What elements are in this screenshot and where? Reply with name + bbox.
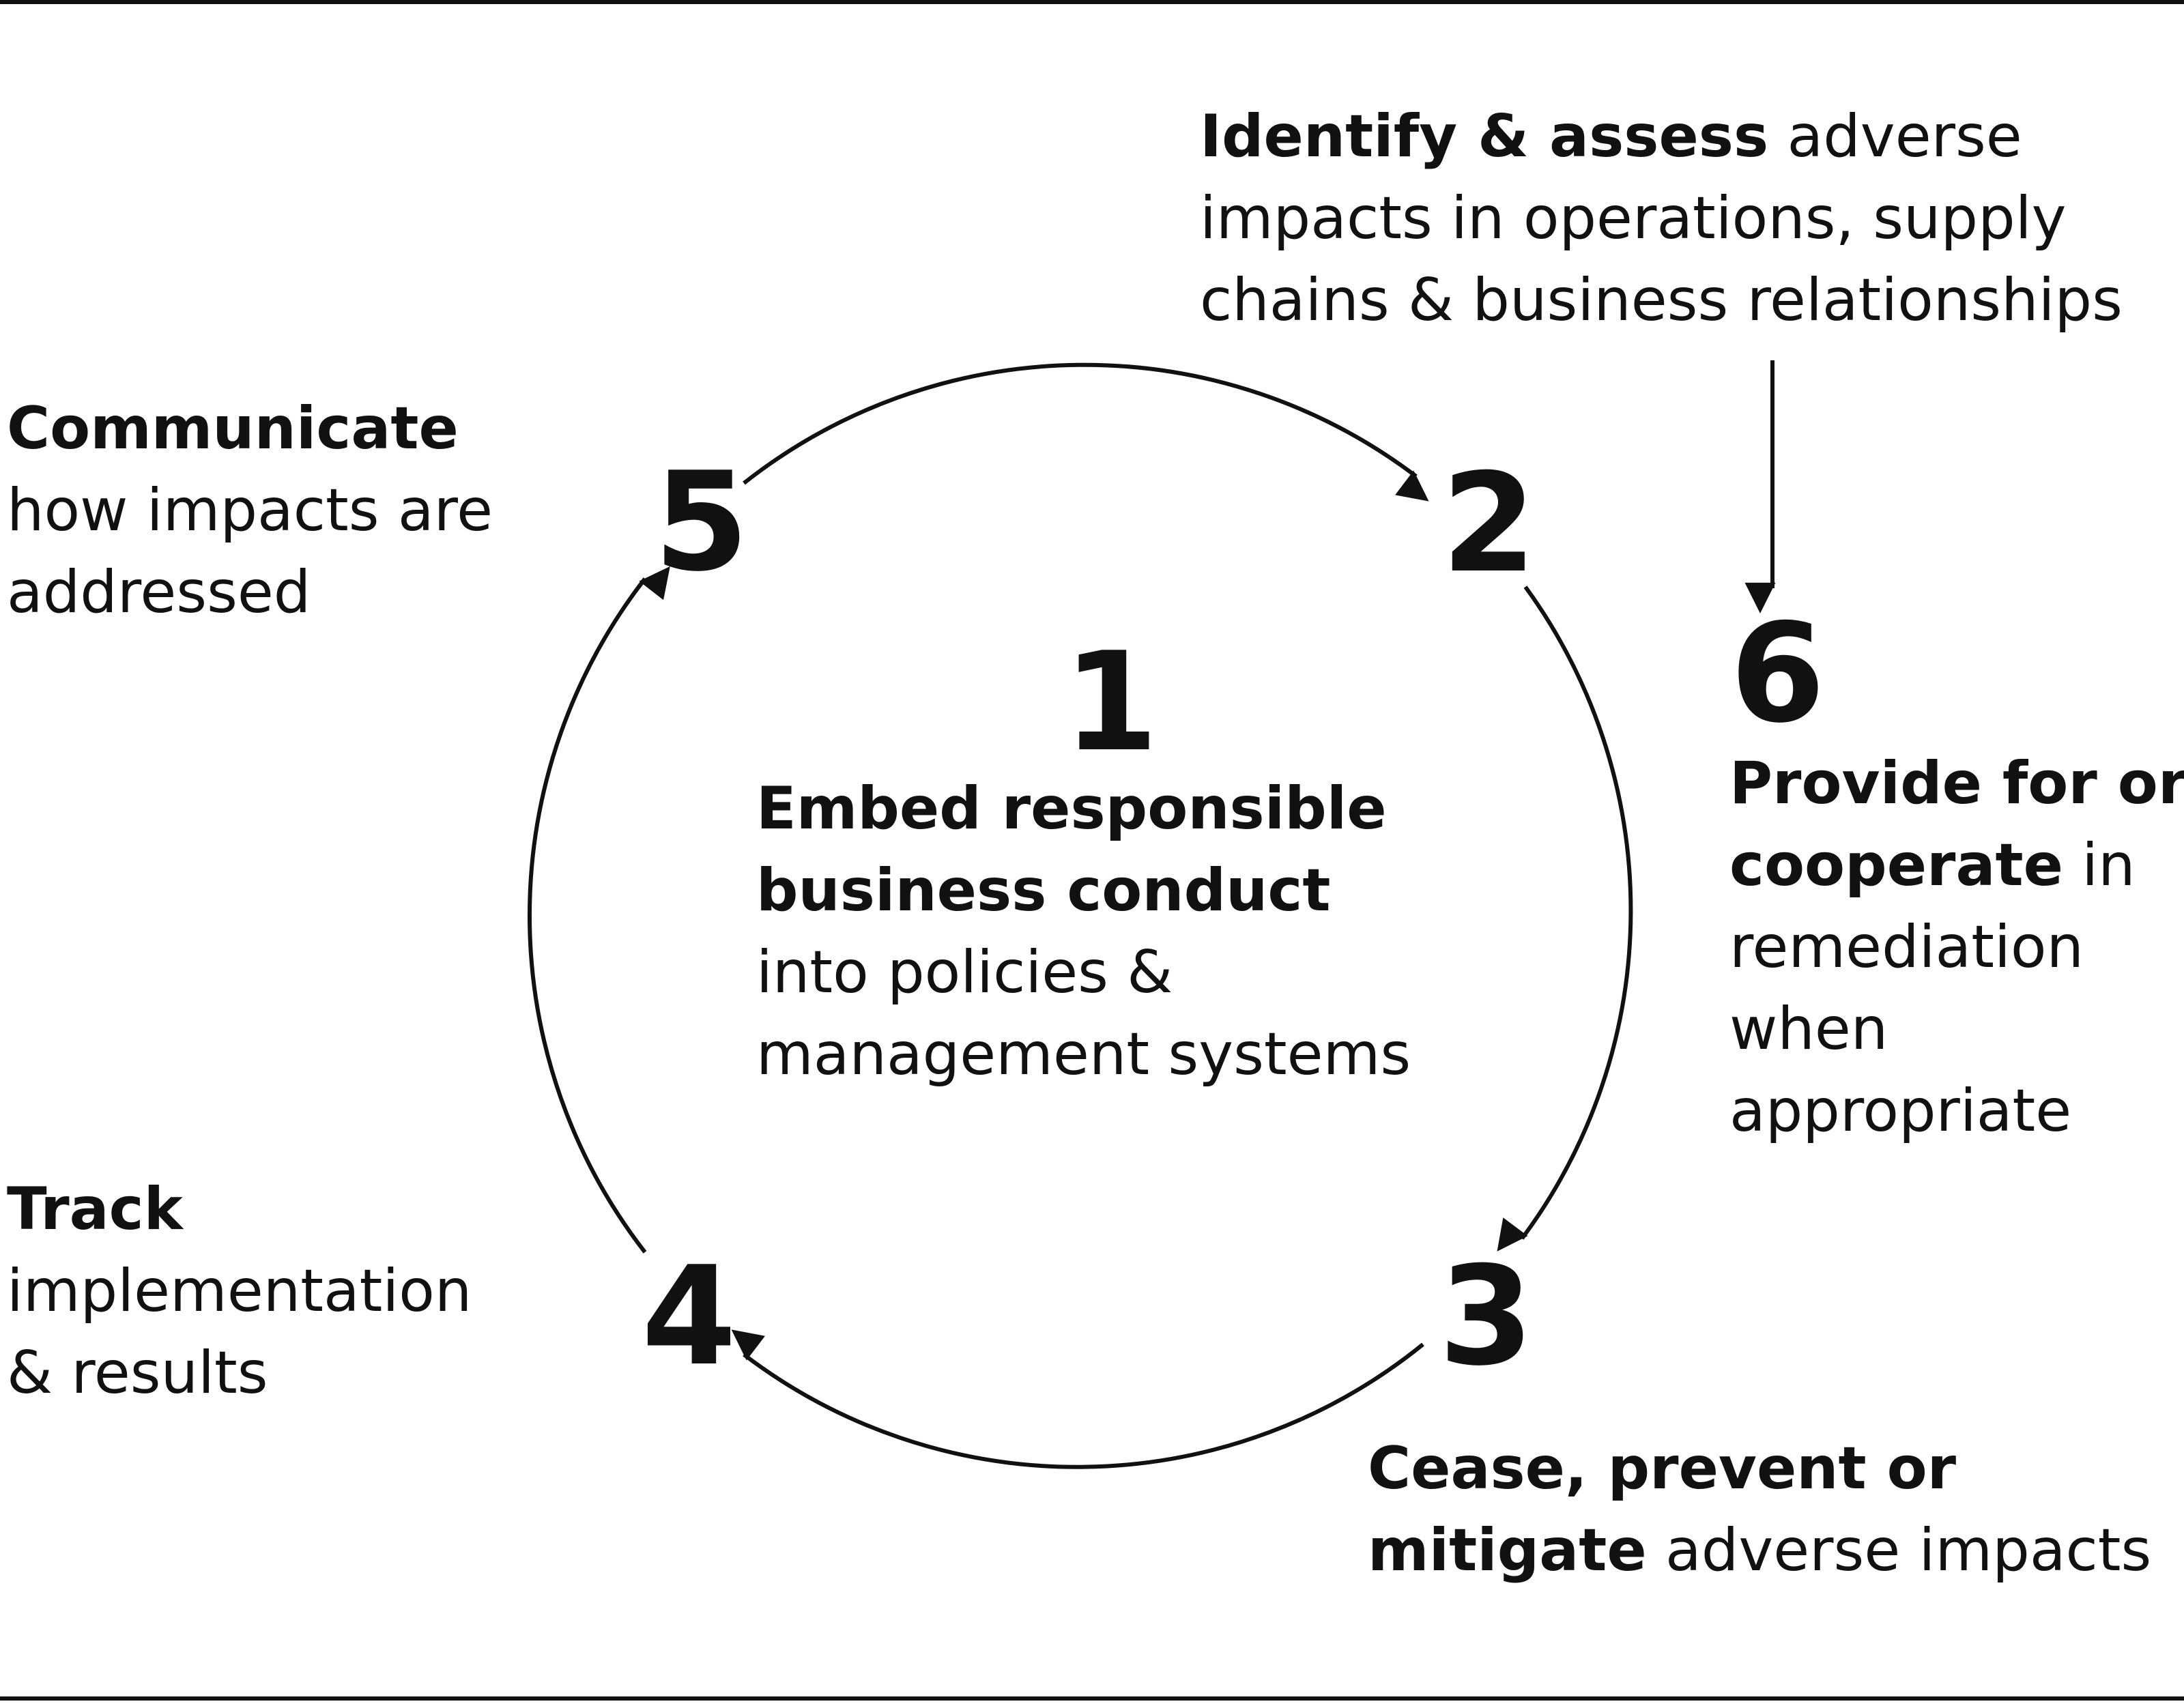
step-6-line-5: appropriate xyxy=(1729,1077,2072,1145)
arrow-2-to-3 xyxy=(1497,585,1633,1252)
step-1-description: Embed responsible business conduct into … xyxy=(756,768,1411,1095)
step-6-line-4: when xyxy=(1729,995,1888,1063)
step-3-line-2: mitigate adverse impacts xyxy=(1368,1509,2151,1591)
step-3-description: Cease, prevent or mitigate adverse impac… xyxy=(1368,1428,2151,1591)
arrow-4-to-5 xyxy=(528,566,670,1254)
step-1-bold-line-2: business conduct xyxy=(756,856,1331,925)
step-2-description: Identify & assess adverse impacts in ope… xyxy=(1200,96,2123,341)
step-2-bold: Identify & assess xyxy=(1200,102,1769,171)
step-4-line-2: implementation xyxy=(7,1257,472,1325)
top-rule xyxy=(0,0,2184,4)
step-1-line-3: into policies & xyxy=(756,938,1173,1007)
step-number-4: 4 xyxy=(642,1237,737,1396)
step-number-2: 2 xyxy=(1441,444,1537,603)
step-6-bold-line-2: cooperate xyxy=(1729,831,2063,899)
step-6-line-3: remediation xyxy=(1729,913,2084,981)
step-5-bold: Communicate xyxy=(7,394,459,463)
step-4-bold: Track xyxy=(7,1175,183,1243)
step-6-bold-line-1: Provide for or xyxy=(1729,749,2184,818)
step-6-description: Provide for or cooperate in remediation … xyxy=(1729,742,2184,1152)
arrow-3-to-4 xyxy=(731,1329,1424,1469)
bottom-rule xyxy=(0,1696,2184,1701)
step-2-line-1: Identify & assess adverse xyxy=(1200,96,2123,177)
step-6-line-2-rest: in xyxy=(2063,831,2136,899)
step-5-line-2: how impacts are xyxy=(7,476,493,545)
step-3-bold-line-2: mitigate xyxy=(1368,1516,1647,1585)
step-6-line-2: cooperate in xyxy=(1729,824,2184,906)
step-number-6: 6 xyxy=(1730,594,1826,753)
arrow-5-to-2 xyxy=(743,362,1429,502)
step-4-description: Track implementation & results xyxy=(7,1168,472,1414)
step-number-3: 3 xyxy=(1439,1237,1534,1396)
step-4-line-3: & results xyxy=(7,1339,268,1407)
step-3-line-2-rest: adverse impacts xyxy=(1646,1516,2152,1585)
step-1-bold-line-1: Embed responsible xyxy=(756,775,1387,843)
step-5-description: Communicate how impacts are addressed xyxy=(7,388,493,633)
step-number-5: 5 xyxy=(654,443,749,602)
step-1-line-4: management systems xyxy=(756,1020,1411,1088)
step-3-bold-line-1: Cease, prevent or xyxy=(1368,1434,1957,1503)
step-2-line-3: chains & business relationships xyxy=(1200,266,2123,334)
step-2-line-2: impacts in operations, supply xyxy=(1200,184,2067,252)
step-number-1: 1 xyxy=(1063,623,1159,782)
step-5-line-3: addressed xyxy=(7,558,311,626)
step-2-line-1-rest: adverse xyxy=(1768,102,2022,171)
